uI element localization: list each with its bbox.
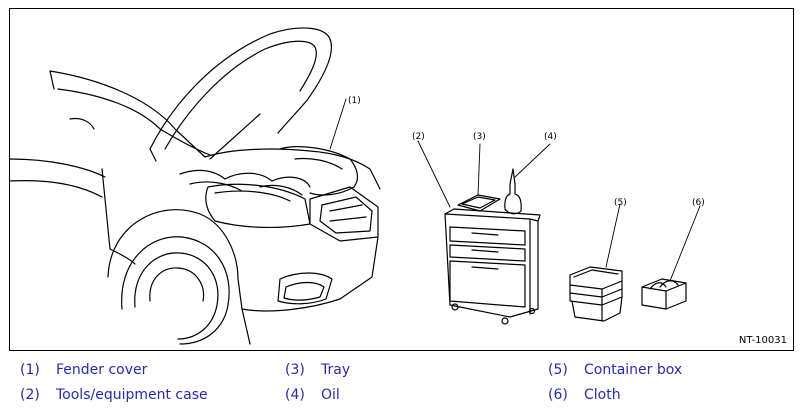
- legend-num: (2): [20, 387, 40, 403]
- legend-text: Fender cover: [56, 362, 148, 378]
- tools-equipment-case-illustration: [417, 140, 551, 325]
- legend-row-1: (1) Fender cover (3) Tray (5) Container …: [0, 362, 803, 384]
- legend-text: Tray: [321, 362, 351, 378]
- legend-row-2: (2) Tools/equipment case (4) Oil (6) Clo…: [0, 387, 803, 409]
- callout-3: (3): [473, 132, 486, 142]
- legend-num: (6): [548, 387, 568, 403]
- cloth-illustration: [641, 205, 701, 310]
- callout-1: (1): [348, 96, 361, 106]
- figure-panel: (1) (2) (3) (4) (5) (6) NT-10031: [9, 8, 794, 351]
- legend-text: Tools/equipment case: [56, 387, 208, 403]
- line-art-drawing: (1) (2) (3) (4) (5) (6): [10, 27, 705, 345]
- legend-num: (3): [285, 362, 305, 378]
- callout-5: (5): [614, 198, 627, 208]
- car-illustration: [10, 27, 381, 345]
- legend-num: (4): [285, 387, 305, 403]
- legend-num: (1): [20, 362, 40, 378]
- legend-text: Container box: [584, 362, 683, 378]
- container-box-illustration: [569, 203, 623, 322]
- legend-text: Oil: [321, 387, 340, 403]
- legend-text: Cloth: [584, 387, 621, 403]
- legend-num: (5): [548, 362, 568, 378]
- callout-2: (2): [412, 132, 425, 142]
- callout-4: (4): [544, 132, 557, 142]
- figure-id: NT-10031: [738, 335, 787, 346]
- callout-6: (6): [692, 198, 705, 208]
